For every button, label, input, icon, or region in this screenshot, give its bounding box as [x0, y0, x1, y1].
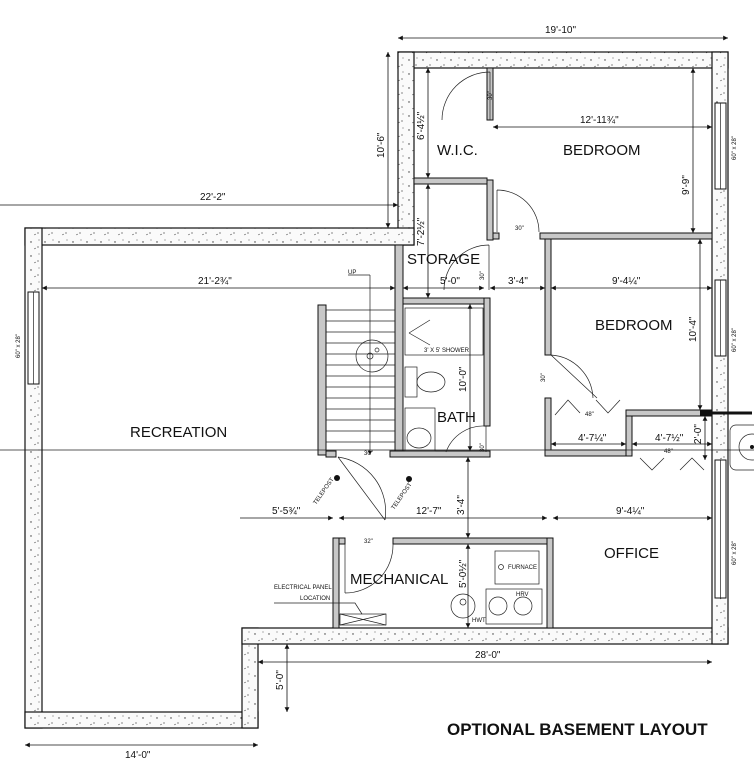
dim-wic-height: 6'-4½" — [416, 111, 427, 140]
door-48-a: 48" — [585, 412, 594, 418]
interior-walls — [317, 67, 752, 629]
dim-bottom-left-width: 14'-0" — [125, 750, 151, 761]
dim-hall-width: 3'-4" — [508, 276, 528, 287]
door-30-storage: 30" — [480, 271, 486, 280]
door-30-wic: 30" — [488, 91, 494, 100]
mechanical-fixtures — [274, 550, 543, 626]
dim-closet1-width: 4'-7¼" — [578, 432, 607, 444]
dim-bedroom2-width: 9'-4¼" — [612, 275, 641, 287]
shower-label: 3' X 5' SHOWER — [424, 348, 470, 354]
doors — [337, 71, 705, 594]
dimension-lines — [0, 35, 754, 748]
room-label-wic: W.I.C. — [437, 142, 478, 159]
dim-closet2-width: 4'-7½" — [655, 433, 684, 444]
dim-top-overall: 19'-10" — [545, 25, 576, 36]
dim-mech-width: 12'-7" — [416, 506, 442, 517]
furnace-label: FURNACE — [508, 565, 537, 571]
room-label-bedroom-1: BEDROOM — [563, 142, 641, 159]
room-label-office: OFFICE — [604, 545, 659, 562]
door-30-bath: 30" — [480, 443, 486, 452]
window-label-left: 60" x 28" — [16, 334, 22, 358]
room-label-mechanical: MECHANICAL — [350, 571, 448, 588]
dim-closet-depth: 2'-0" — [693, 424, 704, 444]
hwt-label: HWT — [472, 618, 486, 624]
electrical-panel-location: LOCATION — [300, 596, 330, 602]
dim-storage-height: 7'-2½" — [416, 217, 427, 246]
dim-bedroom2-height: 10'-4" — [688, 316, 699, 342]
door-32-mechanical: 32" — [364, 539, 373, 545]
dim-bath-height: 10'-0" — [458, 366, 469, 392]
dim-upper-left-height: 10'-6" — [376, 132, 387, 158]
bath-fixtures — [404, 307, 484, 452]
windows — [27, 102, 727, 599]
door-30-stair: 30" — [364, 451, 373, 457]
window-label-right-2: 60" x 28" — [732, 328, 738, 352]
door-48-b: 48" — [664, 449, 673, 455]
room-label-bedroom-2: BEDROOM — [595, 317, 673, 334]
window-label-right-1: 60" x 28" — [732, 136, 738, 160]
dim-hall-depth: 3'-4" — [456, 495, 467, 515]
door-30-bedroom: 30" — [515, 226, 524, 232]
dim-bottom-overall: 28'-0" — [475, 650, 501, 661]
stair-up-label: UP — [348, 270, 356, 276]
dim-bedroom1-width: 12'-11¾" — [580, 115, 619, 126]
dim-office-width: 9'-4¼" — [616, 505, 645, 517]
door-30-bedroom2: 30" — [541, 373, 547, 382]
dim-mech-depth: 5'-0½" — [458, 559, 469, 588]
staircase — [326, 274, 395, 455]
dim-storage-width: 5'-0" — [440, 276, 460, 287]
dim-bedroom1-height: 9'-9" — [681, 175, 692, 195]
room-label-storage: STORAGE — [407, 251, 480, 268]
dim-recreation-top: 22'-2" — [200, 192, 226, 203]
telepost-right: TELEPOST — [391, 482, 414, 511]
hrv-label: HRV — [516, 592, 529, 598]
plan-title: OPTIONAL BASEMENT LAYOUT — [447, 720, 708, 739]
room-label-bath: BATH — [437, 409, 476, 426]
dim-bottom-left-height: 5'-0" — [275, 670, 286, 690]
electrical-panel-label: ELECTRICAL PANEL — [274, 585, 332, 591]
room-label-recreation: RECREATION — [130, 424, 227, 441]
window-label-right-3: 60" x 28" — [732, 541, 738, 565]
dim-recreation-inner: 21'-2¾" — [198, 276, 232, 287]
telepost-left: TELEPOST — [313, 477, 336, 506]
dim-mech-left: 5'-5¾" — [272, 506, 301, 517]
exterior-ac-unit — [729, 424, 754, 471]
